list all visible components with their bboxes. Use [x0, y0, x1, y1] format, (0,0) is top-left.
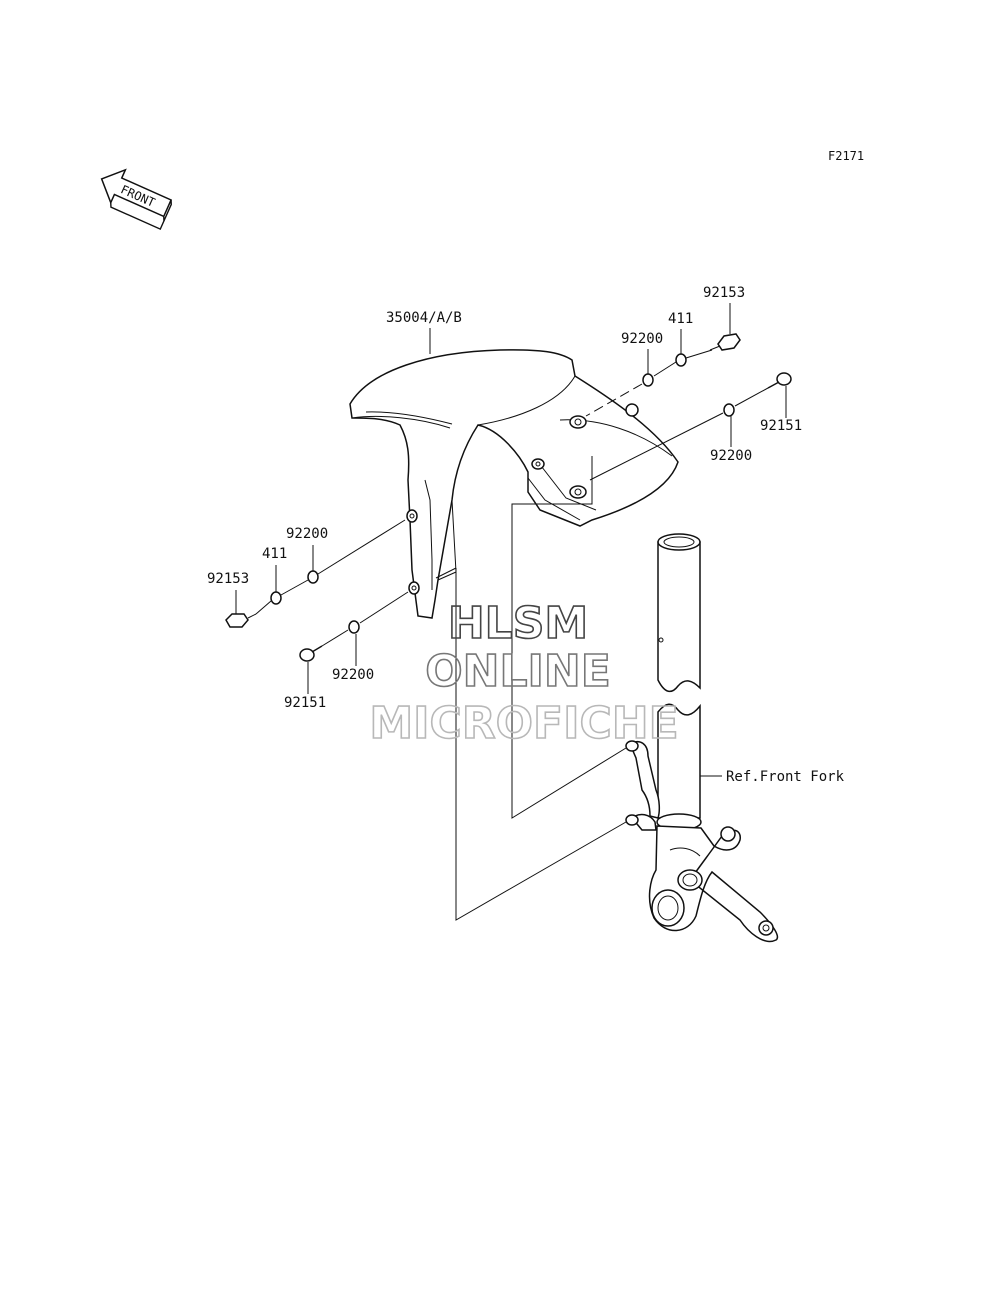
- callout-screw-right: 92151: [760, 418, 802, 434]
- callout-washer-411-left: 411: [262, 546, 287, 562]
- callout-washer-92200-left-bottom: 92200: [332, 667, 374, 683]
- callout-washer-92200-top-right: 92200: [621, 331, 663, 347]
- washer-92200-left-bottom: [348, 620, 360, 634]
- bolt-92153-top-right: [709, 333, 741, 351]
- washer-92200-top-right: [642, 373, 654, 387]
- washer-92200-left-top: [307, 570, 319, 584]
- bolt-92153-left: [225, 613, 257, 628]
- front-fork: [625, 533, 779, 943]
- watermark-line3: MICROFICHE: [369, 698, 678, 749]
- callout-bolt-left: 92153: [207, 571, 249, 587]
- front-arrow-icon: FRONT: [100, 168, 173, 231]
- callout-ref-front-fork: Ref.Front Fork: [726, 769, 845, 785]
- washer-411-left: [270, 591, 282, 605]
- watermark-line1: HLSM: [448, 598, 588, 649]
- washer-92200-right: [723, 403, 735, 417]
- watermark: HLSM ONLINE MICROFICHE: [369, 597, 680, 750]
- screw-92151-left: [299, 645, 323, 662]
- screw-92151-right: [767, 372, 792, 389]
- front-fender: [349, 349, 679, 619]
- figure-code: F2171: [828, 149, 864, 163]
- watermark-line2: ONLINE: [425, 646, 611, 697]
- callout-washer-92200-right: 92200: [710, 448, 752, 464]
- washer-411-top-right: [675, 353, 687, 367]
- callout-fender: 35004/A/B: [386, 310, 462, 326]
- callout-washer-411-top-right: 411: [668, 311, 693, 327]
- callout-bolt-top-right: 92153: [703, 285, 745, 301]
- callout-screw-left: 92151: [284, 695, 326, 711]
- callout-washer-92200-left-top: 92200: [286, 526, 328, 542]
